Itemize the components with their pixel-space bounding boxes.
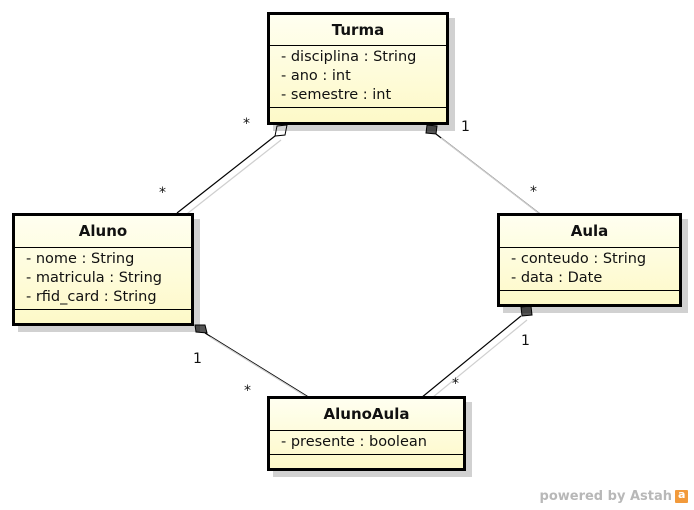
hollow-diamond-turma-aluno xyxy=(274,124,288,137)
attribute-matricula: - matricula : String xyxy=(26,270,162,286)
class-alunoaula[interactable]: AlunoAula - presente : boolean xyxy=(267,396,466,471)
astah-logo-icon xyxy=(675,488,688,503)
multiplicity-turma-aula-at-turma: 1 xyxy=(461,119,470,135)
class-operations-alunoaula xyxy=(270,455,463,464)
class-aula[interactable]: Aula - conteudo : String - data : Date xyxy=(497,213,682,307)
class-name-aluno: Aluno xyxy=(15,216,191,248)
association-turma-aula-shadow xyxy=(440,137,546,219)
class-operations-aula xyxy=(500,291,679,300)
attribute-ano: - ano : int xyxy=(281,68,351,84)
association-aula-alunoaula-shadow xyxy=(426,319,528,403)
class-attributes-turma: - disciplina : String - ano : int - seme… xyxy=(270,46,446,108)
multiplicity-turma-aula-at-aula: * xyxy=(530,184,537,200)
class-name-turma: Turma xyxy=(270,15,446,46)
attribute-conteudo: - conteudo : String xyxy=(511,251,647,267)
multiplicity-turma-aluno-at-turma: * xyxy=(243,116,250,132)
class-aluno[interactable]: Aluno - nome : String - matricula : Stri… xyxy=(12,213,194,326)
watermark-text: powered by Astah xyxy=(539,489,672,504)
multiplicity-aluno-alunoaula-at-aluno: 1 xyxy=(193,351,202,367)
attribute-presente: - presente : boolean xyxy=(281,434,427,450)
class-name-alunoaula: AlunoAula xyxy=(270,399,463,431)
multiplicity-aula-alunoaula-at-alunoaula: * xyxy=(452,376,459,392)
filled-diamond-turma-aula xyxy=(425,124,438,135)
attribute-nome: - nome : String xyxy=(26,251,135,267)
multiplicity-turma-aluno-at-aluno: * xyxy=(159,185,166,201)
attribute-semestre: - semestre : int xyxy=(281,87,392,103)
association-turma-aluno-shadow xyxy=(182,139,282,218)
class-attributes-alunoaula: - presente : boolean xyxy=(270,431,463,455)
attribute-disciplina: - disciplina : String xyxy=(281,49,417,65)
class-name-aula: Aula xyxy=(500,216,679,248)
filled-diamond-aula-alunoaula xyxy=(520,305,533,317)
class-attributes-aluno: - nome : String - matricula : String - r… xyxy=(15,248,191,310)
class-operations-aluno xyxy=(15,310,191,319)
multiplicity-aula-alunoaula-at-aula: 1 xyxy=(521,333,530,349)
association-turma-aluno[interactable] xyxy=(176,135,276,214)
multiplicity-aluno-alunoaula-at-alunoaula: * xyxy=(244,383,251,399)
filled-diamond-aluno-alunoaula xyxy=(194,324,208,334)
astah-watermark: powered by Astah xyxy=(539,488,688,504)
class-operations-turma xyxy=(270,108,446,117)
class-attributes-aula: - conteudo : String - data : Date xyxy=(500,248,679,291)
association-aluno-alunoaula[interactable] xyxy=(204,332,311,399)
attribute-data: - data : Date xyxy=(511,270,603,286)
attribute-rfid-card: - rfid_card : String xyxy=(26,289,157,305)
association-aluno-alunoaula-shadow xyxy=(209,336,316,403)
association-aula-alunoaula[interactable] xyxy=(420,315,522,399)
class-turma[interactable]: Turma - disciplina : String - ano : int … xyxy=(267,12,449,125)
